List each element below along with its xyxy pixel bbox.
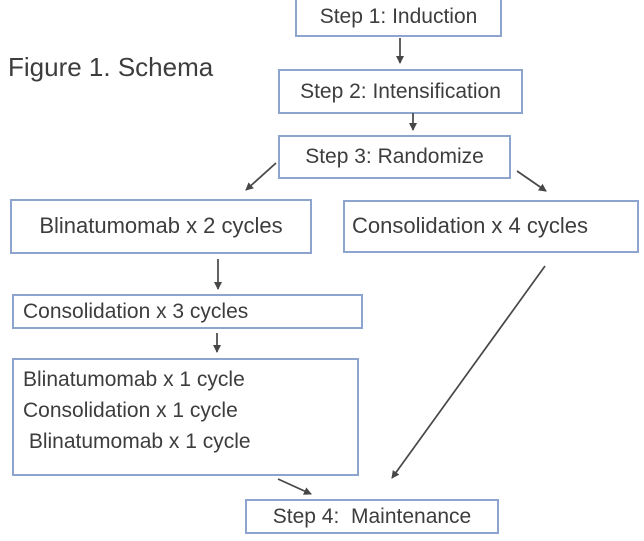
arrow-block-to-step4: [277, 478, 312, 495]
node-step1-induction: Step 1: Induction: [295, 0, 502, 37]
node-step4-maintenance: Step 4: Maintenance: [245, 499, 499, 534]
node-block-line-3: Blinatumomab x 1 cycle: [23, 430, 251, 453]
node-consolidation-3-cycles: Consolidation x 3 cycles: [12, 294, 363, 329]
figure-caption: Figure 1. Schema: [8, 52, 214, 82]
node-block-line-2: Consolidation x 1 cycle: [23, 399, 238, 422]
node-step4-label: Step 4: Maintenance: [272, 504, 472, 528]
arrow-step3-to-blinatumomab: [245, 162, 277, 191]
node-step3-label: Step 3: Randomize: [305, 145, 484, 169]
node-step2-intensification: Step 2: Intensification: [278, 69, 523, 114]
node-blinatumomab-2-cycles-label: Blinatumomab x 2 cycles: [39, 213, 283, 239]
node-consolidation-4-cycles-label: Consolidation x 4 cycles: [352, 213, 589, 239]
arrow-step3-to-consolidation4: [516, 170, 547, 192]
node-blina-conso-blina-block: Blinatumomab x 1 cycle Consolidation x 1…: [12, 358, 359, 476]
node-consolidation-4-cycles: Consolidation x 4 cycles: [343, 200, 639, 253]
node-consolidation-3-cycles-label: Consolidation x 3 cycles: [23, 299, 249, 323]
node-block-line-1: Blinatumomab x 1 cycle: [23, 368, 245, 391]
node-step1-label: Step 1: Induction: [319, 4, 478, 28]
node-step3-randomize: Step 3: Randomize: [278, 135, 511, 179]
arrow-consolidation4-to-step4: [391, 265, 546, 479]
node-blinatumomab-2-cycles: Blinatumomab x 2 cycles: [10, 199, 312, 254]
node-step2-label: Step 2: Intensification: [300, 79, 501, 103]
